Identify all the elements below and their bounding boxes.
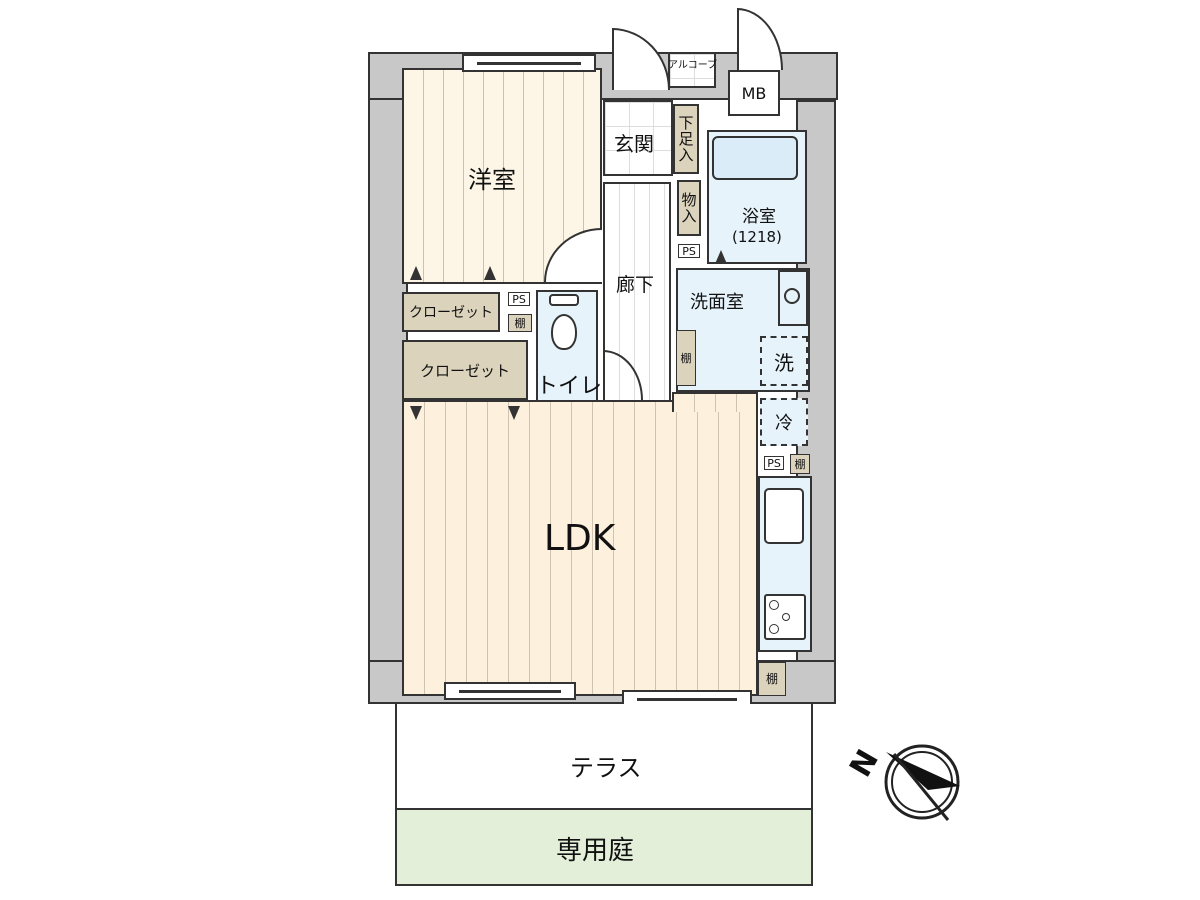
- western-room-label: 洋室: [468, 166, 516, 194]
- ldk-upper-extension: [672, 392, 758, 412]
- alcove: [668, 52, 716, 88]
- sink-basin-icon: [784, 288, 800, 304]
- closet-door-marker: [508, 406, 520, 420]
- window-ldk-left: [444, 682, 576, 700]
- burner-icon: [769, 600, 779, 610]
- storage-closet: 物入: [677, 180, 701, 236]
- fridge-label: 冷: [775, 413, 793, 434]
- washroom-label: 洗面室: [690, 292, 744, 313]
- window-western-room: [462, 54, 596, 72]
- kitchen-sink-icon: [764, 488, 804, 544]
- terrace-label: テラス: [570, 754, 642, 782]
- hallway: [603, 182, 671, 404]
- bathroom-size: (1218): [732, 228, 782, 246]
- ps-tag-kitchen: PS: [764, 456, 784, 470]
- closet-lower: クローゼット: [402, 340, 528, 400]
- closet-door-marker: [484, 266, 496, 280]
- closet-lower-label: クローゼット: [419, 361, 510, 380]
- private-garden-label: 専用庭: [556, 836, 635, 866]
- toilet-label: トイレ: [536, 374, 603, 399]
- entrance-door-swing[interactable]: [612, 28, 670, 90]
- shelf-tag-closet: 棚: [508, 314, 532, 332]
- ps-tag-hallway: PS: [678, 244, 700, 258]
- compass-icon: [884, 744, 960, 821]
- terrace: [395, 704, 813, 810]
- toilet-bowl-icon: [551, 314, 577, 350]
- closet-door-marker: [410, 266, 422, 280]
- bathroom-door-marker: [715, 250, 727, 264]
- fridge-space: 冷: [760, 398, 808, 446]
- closet-upper: クローゼット: [402, 292, 500, 332]
- entrance: [603, 100, 673, 176]
- ldk: [402, 400, 758, 696]
- bathroom-label: 浴室: [742, 207, 776, 227]
- burner-icon: [769, 624, 779, 634]
- shelf-tag-kitchen-upper: 棚: [790, 454, 810, 474]
- compass: [850, 740, 970, 830]
- washer-label: 洗: [774, 350, 794, 375]
- ldk-label: LDK: [544, 518, 616, 559]
- meter-box: MB: [728, 70, 780, 116]
- closet-door-marker: [410, 406, 422, 420]
- entrance-label: 玄関: [614, 132, 654, 156]
- meter-box-label: MB: [741, 83, 767, 103]
- shelf-tag-washroom: 棚: [676, 330, 696, 386]
- private-garden: [395, 808, 813, 886]
- shoe-closet: 下足入: [673, 104, 699, 174]
- hallway-label: 廊下: [616, 274, 655, 296]
- exterior-wall-left: [368, 52, 408, 702]
- meter-box-door-swing[interactable]: [737, 8, 783, 70]
- washer-space: 洗: [760, 336, 808, 386]
- ps-tag-closet: PS: [508, 292, 530, 306]
- shelf-tag-kitchen-lower: 棚: [758, 662, 786, 696]
- closet-upper-label: クローゼット: [409, 305, 493, 321]
- alcove-label: アルコーブ: [668, 60, 718, 71]
- burner-icon: [782, 613, 790, 621]
- bathtub-icon: [712, 136, 798, 180]
- toilet-tank-icon: [549, 294, 579, 306]
